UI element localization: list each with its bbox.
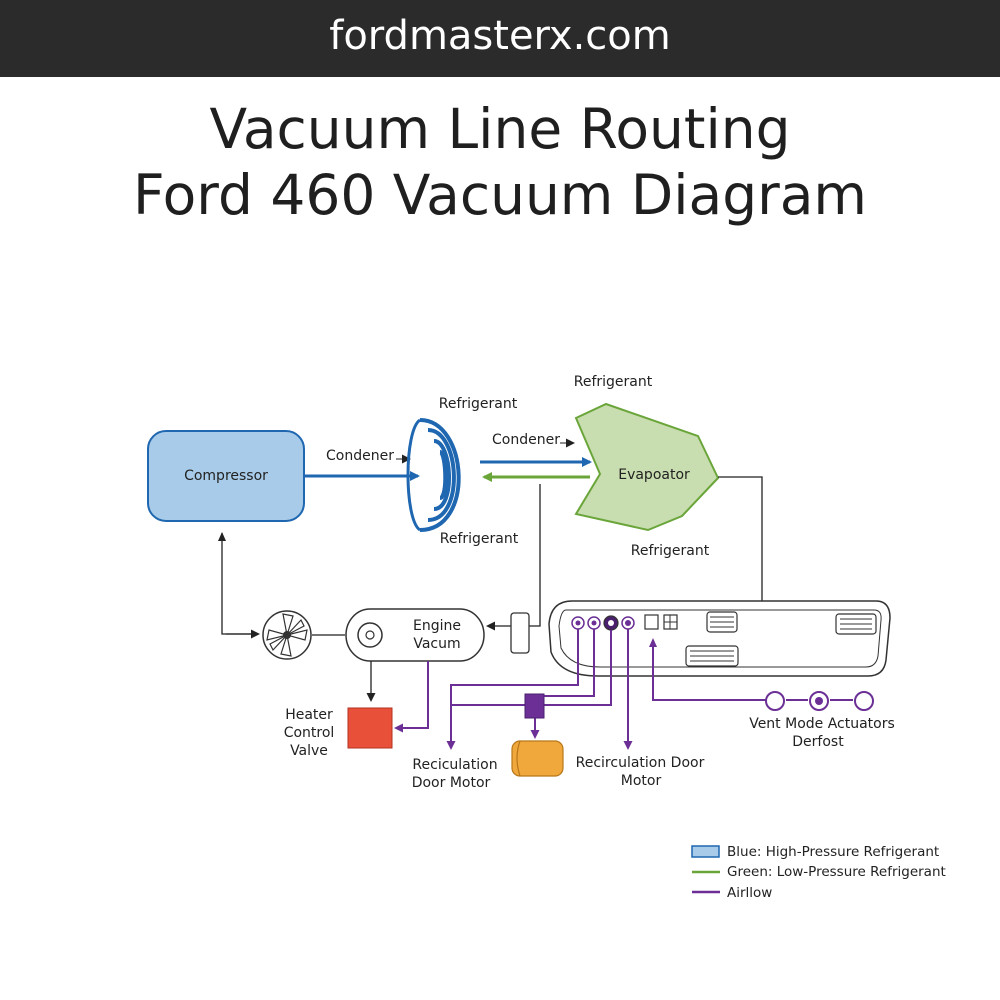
vent-actuator-1 [765,691,785,711]
legend-blue-swatch [691,845,720,858]
heater-valve-label-2: Control [284,725,335,741]
engine-vacuum: Engine Vacum [345,608,485,662]
legend-item-1: Blue: High-Pressure Refrigerant [727,844,939,860]
refrigerant-label-top-condenser: Refrigerant [439,396,518,412]
legend-item-2: Green: Low-Pressure Refrigerant [727,864,946,880]
evaporator-label: Evapoator [618,467,690,483]
vacuum-connector [510,612,530,654]
vacuum-to-heater-line [394,661,429,733]
dashboard-panel [548,600,891,677]
vacuum-junction-block [524,693,545,719]
refrigerant-label-top-evaporator: Refrigerant [574,374,653,390]
condenser-label-left: Condener [326,448,394,464]
vent-grille-top [706,611,738,633]
recirculation-actuator [511,740,564,777]
return-to-engine-vacuum-line [486,484,541,631]
legend-item-3: Airllow [727,885,772,901]
heater-control-valve [347,707,393,749]
page-title-line-2: Ford 460 Vacuum Diagram [132,163,868,227]
engine-vacuum-label-1: Engine [413,618,461,634]
site-header: fordmasterx.com [0,0,1000,77]
heater-valve-label-3: Valve [290,743,328,759]
recirc-right-label-2: Motor [621,773,662,789]
compressor: Compressor [147,430,305,522]
vent-mode-actuators [765,691,874,711]
page-title-line-1: Vacuum Line Routing [209,97,791,161]
airflow-lines [446,629,853,750]
compressor-arrow-head [218,532,226,541]
vent-actuator-3 [854,691,874,711]
condenser-coil-icon [406,418,461,532]
recirc-right-label-1: Recirculation Door [576,755,705,771]
dash-up-arrow [649,638,657,647]
refrigerant-label-bottom-condenser: Refrigerant [440,531,519,547]
compressor-to-fan-line [221,533,258,635]
evaporator-to-dash-line [718,476,767,637]
vent-mode-label-2: Derfost [792,734,844,750]
engine-vacuum-label-2: Vacum [413,636,460,652]
refrigerant-label-bottom-evaporator: Refrigerant [631,543,710,559]
recirc-left-label-1: Reciculation [412,757,497,773]
condenser-label-right: Condener [492,432,560,448]
fan-icon [262,610,312,660]
vent-mode-label-1: Vent Mode Actuators [749,716,895,732]
recirc-left-label-2: Door Motor [412,775,491,791]
heater-valve-label-1: Heater [285,707,333,723]
compressor-label: Compressor [184,468,268,484]
site-name[interactable]: fordmasterx.com [329,13,671,59]
dash-switch-1 [644,614,659,630]
evaporator: Evapoator [574,402,720,532]
vent-grille-right [835,613,877,635]
legend: Blue: High-Pressure Refrigerant Green: L… [691,844,946,901]
vent-grille-bottom [685,645,739,667]
